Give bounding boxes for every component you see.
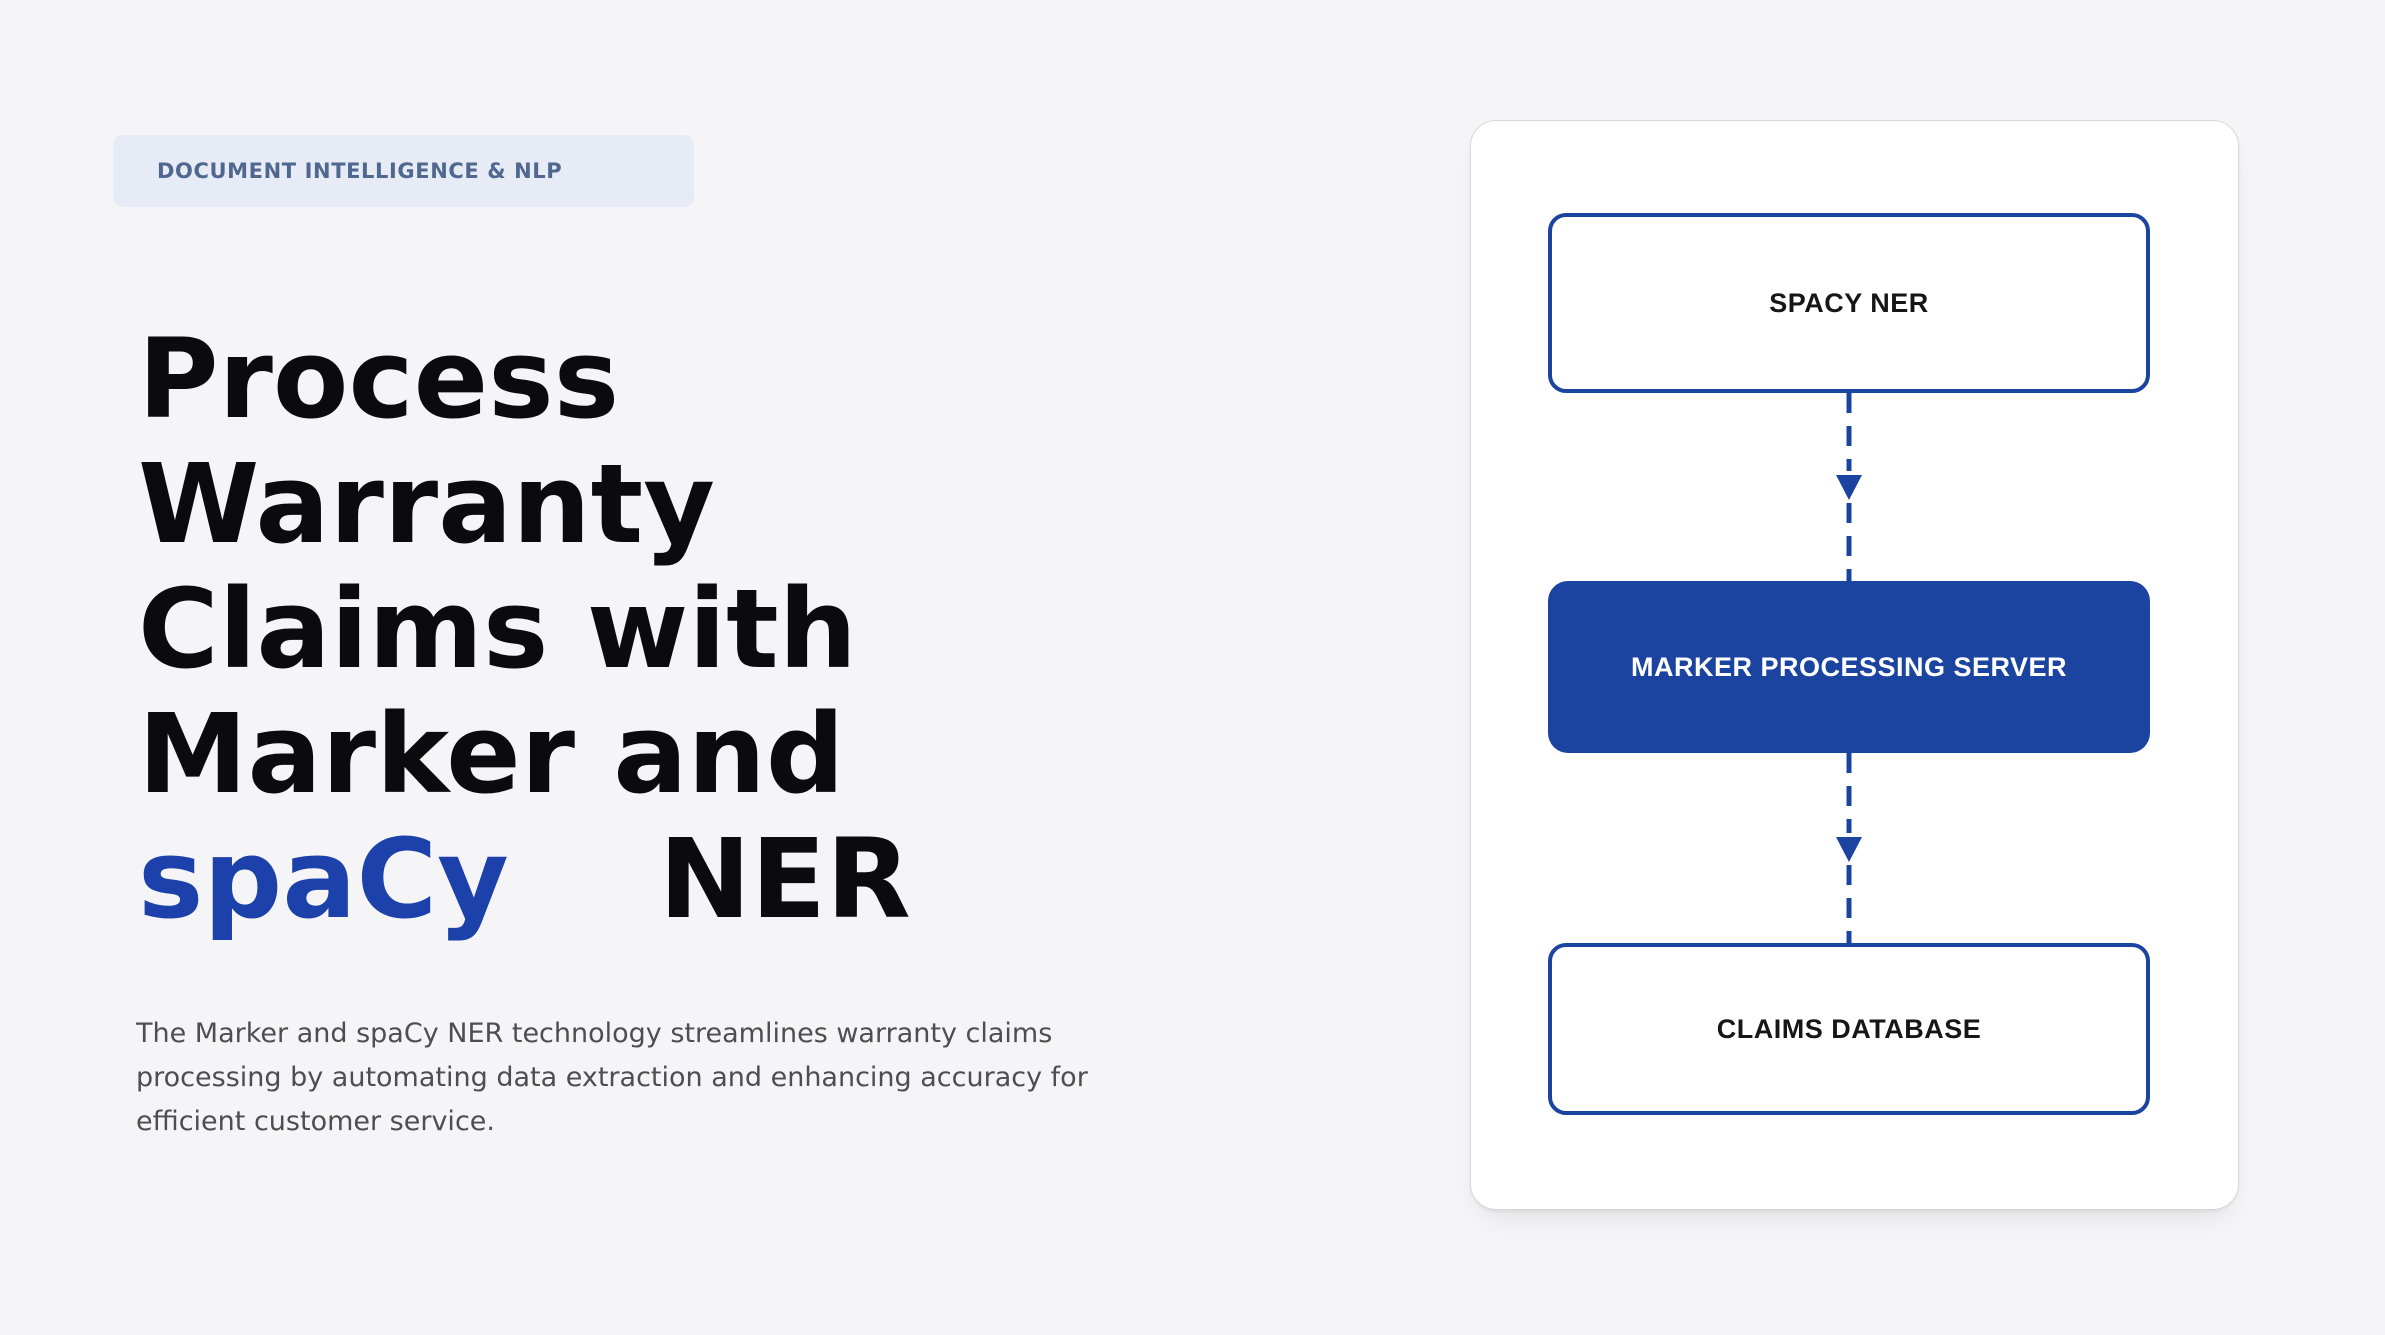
category-badge-label: DOCUMENT INTELLIGENCE & NLP [157,159,563,183]
title-line: Process [138,315,620,443]
diagram-node-spacy-ner: SPACY NER [1548,213,2150,393]
title-line-rest: NER [658,815,911,943]
diagram-node-claims-database: CLAIMS DATABASE [1548,943,2150,1115]
title-line: Marker and [138,690,845,818]
page-description: The Marker and spaCy NER technology stre… [136,1018,1088,1137]
diagram-node-label: SPACY NER [1769,287,1929,318]
title-line: spaCy NER [138,817,1138,942]
diagram-card: SPACY NER MARKER PROCESSING SERVER CLAIM… [1470,120,2239,1210]
diagram-node-marker-processing-server: MARKER PROCESSING SERVER [1548,581,2150,753]
connector-arrow [1836,753,1862,943]
title-highlight-spacy: spaCy [138,815,509,943]
arrow-down-icon [1836,837,1862,862]
diagram-node-label: MARKER PROCESSING SERVER [1630,651,2068,682]
diagram-node-label: CLAIMS DATABASE [1716,1013,1982,1044]
category-badge: DOCUMENT INTELLIGENCE & NLP [113,135,694,207]
title-line: Claims with [138,565,857,693]
title-line: Warranty [138,440,715,568]
page-title: Process Warranty Claims with Marker and … [138,317,1138,942]
arrow-down-icon [1836,475,1862,500]
connector-arrow [1836,393,1862,581]
